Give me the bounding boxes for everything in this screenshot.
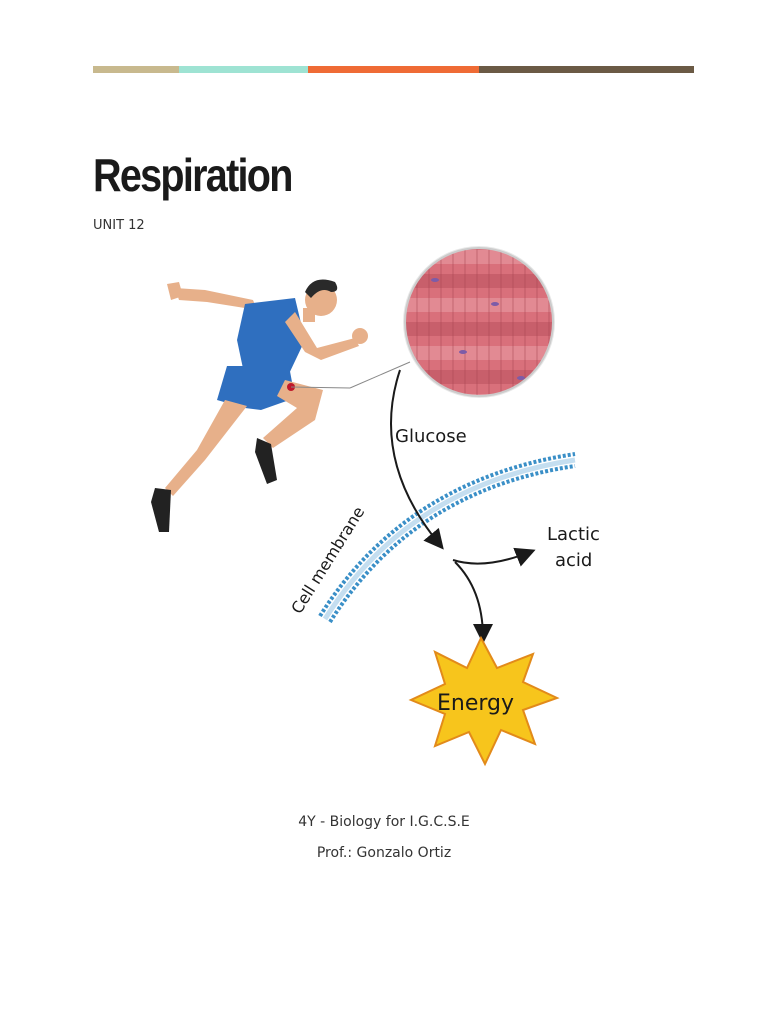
muscle-fiber-icon: [403, 246, 555, 398]
page-title: Respiration: [93, 149, 293, 201]
accent-bar: [93, 66, 694, 73]
energy-label: Energy: [437, 691, 514, 716]
respiration-figure: Glucose Cell membrane Lactic acid Energy: [145, 240, 615, 775]
teacher-line: Prof.: Gonzalo Ortiz: [316, 845, 452, 861]
runner-icon: [151, 279, 411, 532]
acid-label: acid: [555, 550, 592, 571]
accent-segment-orange: [308, 66, 479, 73]
glucose-label: Glucose: [395, 426, 467, 447]
respiration-diagram: Glucose Cell membrane Lactic acid Energy: [151, 246, 600, 767]
energy-burst-icon: [408, 635, 560, 767]
course-line: 4Y - Biology for I.G.C.S.E: [298, 814, 470, 830]
accent-segment-brown: [479, 66, 694, 73]
accent-segment-tan: [93, 66, 179, 73]
lactic-label: Lactic: [547, 524, 600, 545]
unit-label: UNIT 12: [93, 218, 145, 233]
cell-membrane-icon: [318, 452, 576, 624]
accent-segment-mint: [179, 66, 308, 73]
lactic-acid-arrow: [452, 547, 536, 567]
glucose-arrow: [390, 369, 444, 550]
cell-membrane-label: Cell membrane: [287, 503, 368, 617]
energy-arrow: [454, 561, 493, 644]
